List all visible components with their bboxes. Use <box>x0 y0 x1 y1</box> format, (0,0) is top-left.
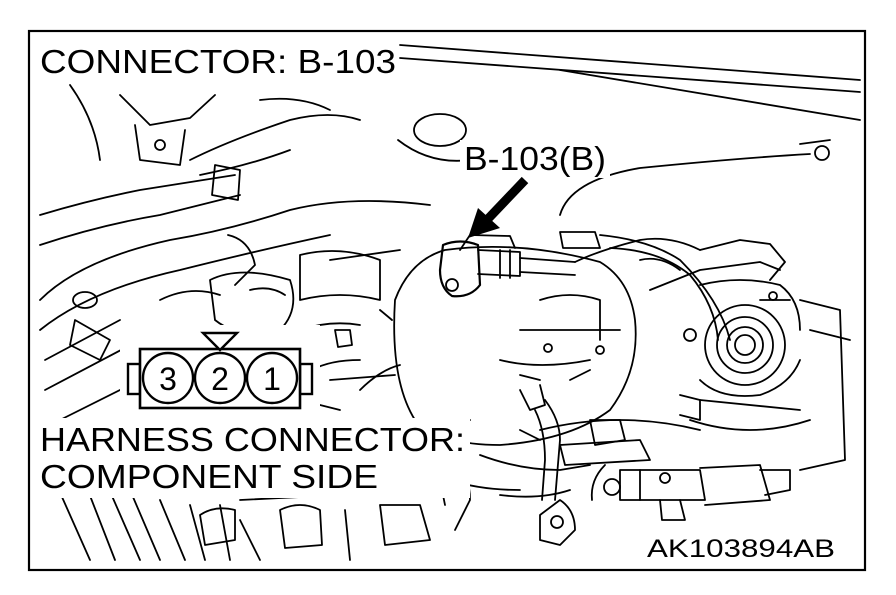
figure-title: CONNECTOR: B-103 <box>40 43 396 80</box>
pin-label-1: 1 <box>263 361 281 397</box>
connector-right-tab <box>298 362 314 396</box>
connector-pin-2 <box>193 351 247 405</box>
connector-callout-label: B-103(B) <box>464 140 606 177</box>
pin-label-3: 3 <box>159 361 177 397</box>
arrow-pointer-icon <box>468 176 529 238</box>
caption-line-2: COMPONENT SIDE <box>40 458 378 495</box>
caption-line-1: HARNESS CONNECTOR: <box>40 421 465 458</box>
harness-connector-diagram: 3 2 1 <box>126 331 314 410</box>
pin-marker-triangle-icon <box>200 331 240 352</box>
connector-pin-3 <box>141 351 195 405</box>
engine-bay-line-art <box>39 44 861 561</box>
connector-left-tab <box>126 362 142 396</box>
figure-id-backdrop <box>640 532 840 564</box>
callout-backdrop <box>460 140 610 178</box>
pin-label-2: 2 <box>211 361 229 397</box>
connector-pin-1 <box>245 351 299 405</box>
figure-id: AK103894AB <box>647 535 835 563</box>
title-backdrop <box>36 40 398 82</box>
caption-backdrop <box>36 418 470 498</box>
